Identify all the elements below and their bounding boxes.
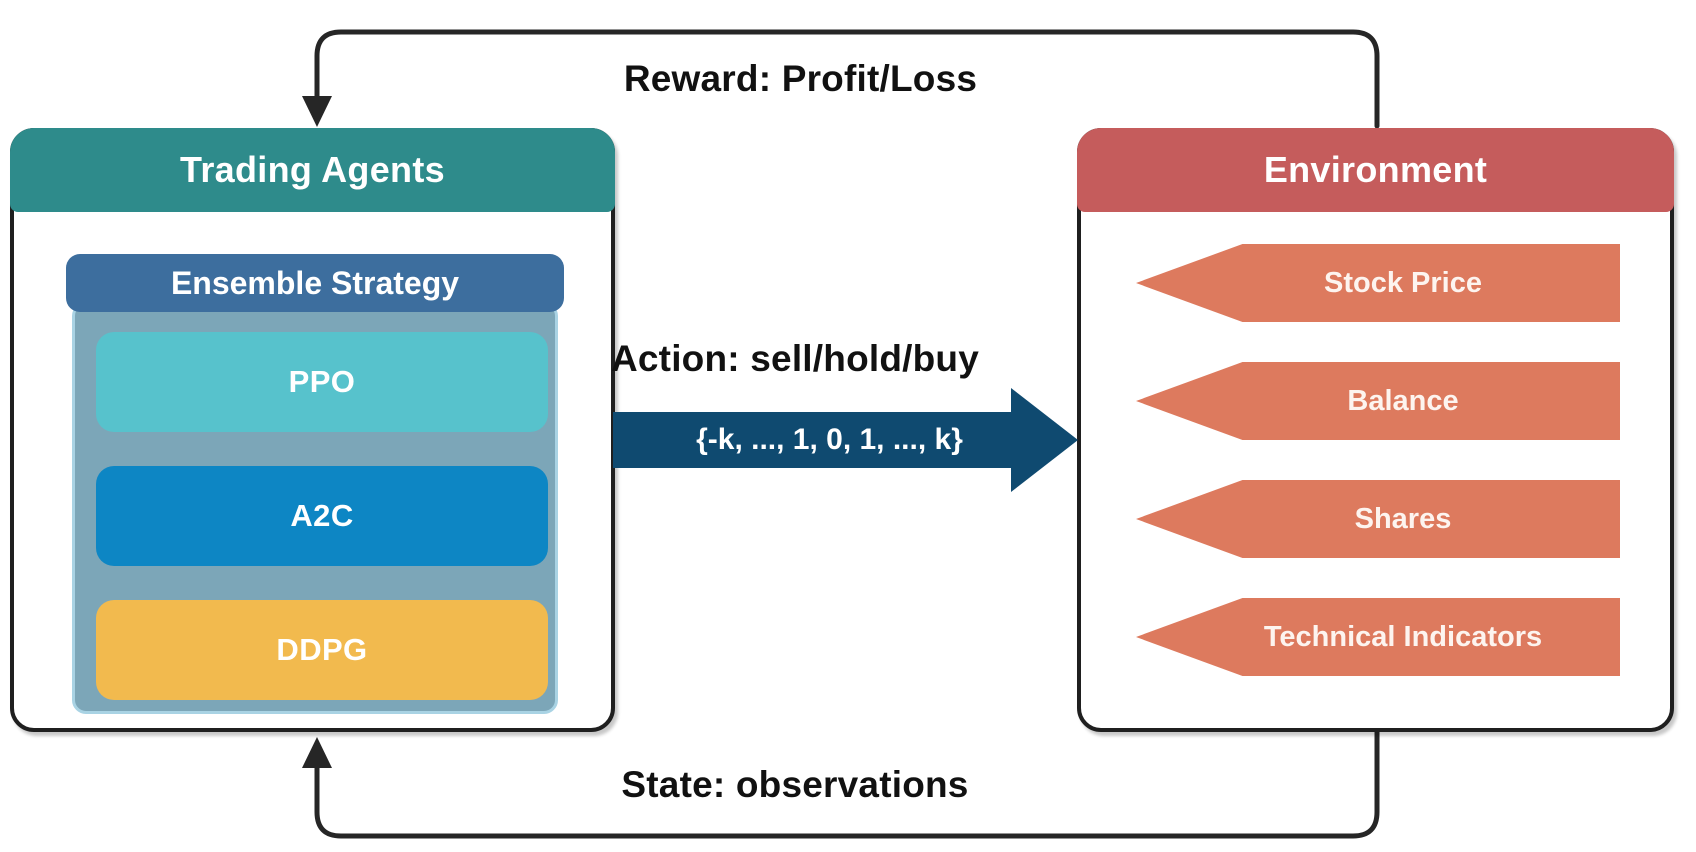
action-arrowhead-icon xyxy=(1011,388,1078,492)
agent-a2c: A2C xyxy=(96,466,548,566)
observation-balance: Balance xyxy=(1136,362,1620,440)
environment-box: Environment Stock Price Balance Shares T… xyxy=(1077,128,1674,732)
observation-shares: Shares xyxy=(1136,480,1620,558)
observation-balance-label: Balance xyxy=(1347,384,1459,417)
observation-shares-label: Shares xyxy=(1354,502,1452,535)
observation-technical-indicators-label: Technical Indicators xyxy=(1263,620,1543,653)
trading-agents-header: Trading Agents xyxy=(10,128,615,212)
agent-a2c-label: A2C xyxy=(290,498,354,533)
agent-ddpg: DDPG xyxy=(96,600,548,700)
reward-label: Reward: Profit/Loss xyxy=(623,58,978,99)
state-arrowhead-icon xyxy=(302,737,332,768)
agent-ddpg-label: DDPG xyxy=(276,632,368,667)
observation-stock-price: Stock Price xyxy=(1136,244,1620,322)
environment-header: Environment xyxy=(1077,128,1674,212)
agent-ppo: PPO xyxy=(96,332,548,432)
reward-arrowhead-icon xyxy=(302,96,332,127)
reward-flow-line xyxy=(314,29,1380,129)
observation-stock-price-label: Stock Price xyxy=(1324,266,1482,299)
environment-title: Environment xyxy=(1263,149,1488,190)
observation-technical-indicators: Technical Indicators xyxy=(1136,598,1620,676)
action-arrow-body: {-k, ..., 1, 0, 1, ..., k} xyxy=(613,412,1012,468)
agent-ppo-label: PPO xyxy=(288,364,356,399)
trading-agents-title: Trading Agents xyxy=(180,149,445,190)
ensemble-strategy-title: Ensemble Strategy xyxy=(170,264,460,301)
ensemble-strategy-header: Ensemble Strategy xyxy=(66,254,564,312)
state-label: State: observations xyxy=(621,764,969,805)
action-set-label: {-k, ..., 1, 0, 1, ..., k} xyxy=(696,423,963,456)
trading-agents-box: Trading Agents Ensemble Strategy PPO A2C… xyxy=(10,128,615,732)
action-label: Action: sell/hold/buy xyxy=(610,338,980,379)
state-flow-line xyxy=(314,729,1380,839)
